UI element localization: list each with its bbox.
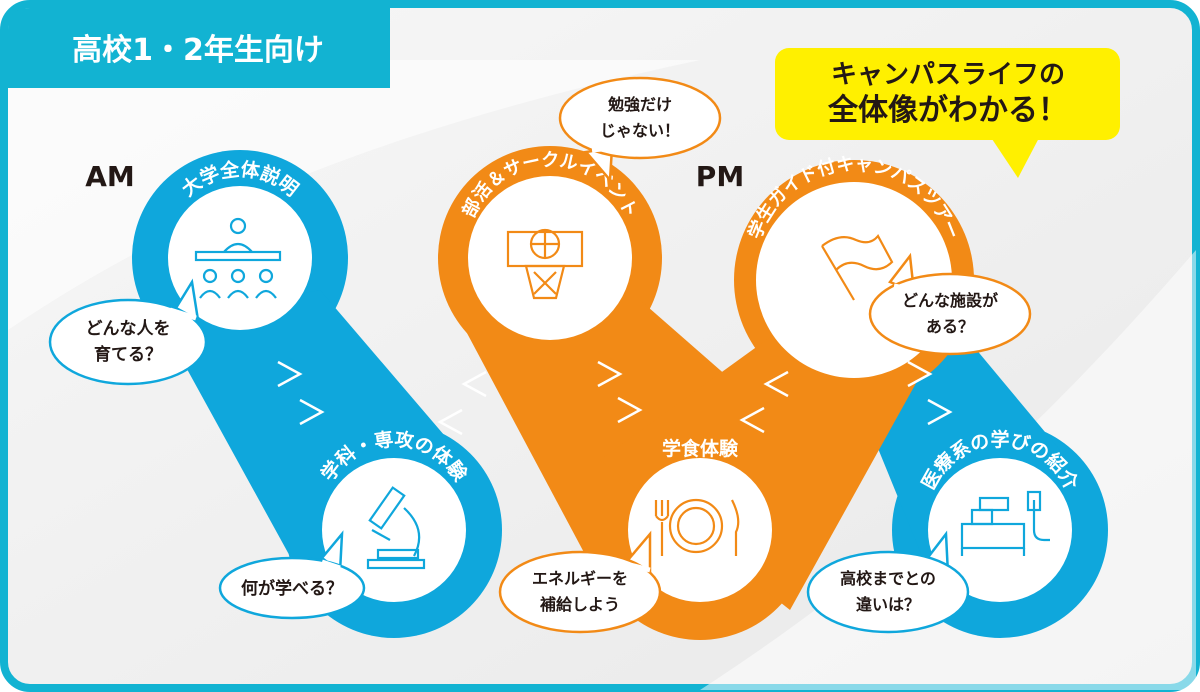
plate-cutlery-icon bbox=[654, 498, 740, 556]
question-text-line1: 何が学べる？ bbox=[241, 578, 343, 599]
header-tag bbox=[8, 8, 390, 88]
chevron-icon bbox=[597, 360, 623, 388]
station-circle bbox=[628, 458, 772, 602]
presentation-icon bbox=[194, 217, 282, 299]
headline-callout: キャンパスライフの 全体像がわかる！ bbox=[775, 48, 1120, 178]
chevron-icon bbox=[927, 398, 953, 426]
chevron-icon bbox=[461, 370, 487, 398]
question-text-line1: エネルギーを bbox=[532, 569, 628, 588]
question-bubble-university-overview: どんな人を 育てる？ bbox=[48, 278, 208, 386]
question-text-line2: 育てる？ bbox=[94, 344, 162, 365]
flow-chevrons bbox=[277, 360, 953, 436]
chevron-icon bbox=[907, 360, 933, 388]
question-bubble-medical-learning: 高校までとの 違いは？ bbox=[806, 530, 970, 634]
background-sweep bbox=[8, 60, 700, 330]
question-bubble-campus-tour: どんな施設が ある？ bbox=[868, 252, 1032, 356]
question-text-line1: どんな人を bbox=[86, 319, 171, 339]
basketball-hoop-icon bbox=[506, 228, 584, 300]
am-label: AM bbox=[85, 160, 135, 193]
chevron-icon bbox=[299, 398, 325, 426]
question-bubble-cafeteria-experience: エネルギーを 補給しよう bbox=[498, 530, 662, 634]
chevron-icon bbox=[739, 406, 765, 434]
pm-label: PM bbox=[696, 160, 744, 193]
station-title-cafeteria-experience: 学食体験 bbox=[662, 437, 739, 460]
chevron-icon bbox=[617, 396, 643, 424]
hospital-bed-icon bbox=[960, 490, 1050, 556]
station-circle bbox=[322, 458, 466, 602]
headline-line2: 全体像がわかる！ bbox=[827, 93, 1068, 128]
question-text-line2: 違いは？ bbox=[856, 595, 920, 614]
question-text-line1: どんな施設が bbox=[902, 291, 998, 310]
station-circle bbox=[928, 458, 1072, 602]
question-text-line2: ある？ bbox=[926, 317, 974, 336]
chevron-icon bbox=[763, 370, 789, 398]
headline-line1: キャンパスライフの bbox=[831, 60, 1065, 90]
chevron-icon bbox=[437, 408, 463, 436]
flag-icon bbox=[821, 234, 894, 301]
question-text-line2: 補給しよう bbox=[539, 595, 620, 614]
header-tag-text: 高校1・2年生向け bbox=[72, 33, 324, 68]
question-text-line2: じゃない！ bbox=[600, 121, 680, 140]
microscope-icon bbox=[366, 486, 426, 570]
question-bubble-department-experience: 何が学べる？ bbox=[218, 530, 366, 620]
question-text-line1: 高校までとの bbox=[840, 569, 936, 588]
question-text-line1: 勉強だけ bbox=[607, 95, 672, 114]
chevron-icon bbox=[277, 360, 303, 388]
question-bubble-club-circle-event: 勉強だけ じゃない！ bbox=[558, 76, 722, 184]
